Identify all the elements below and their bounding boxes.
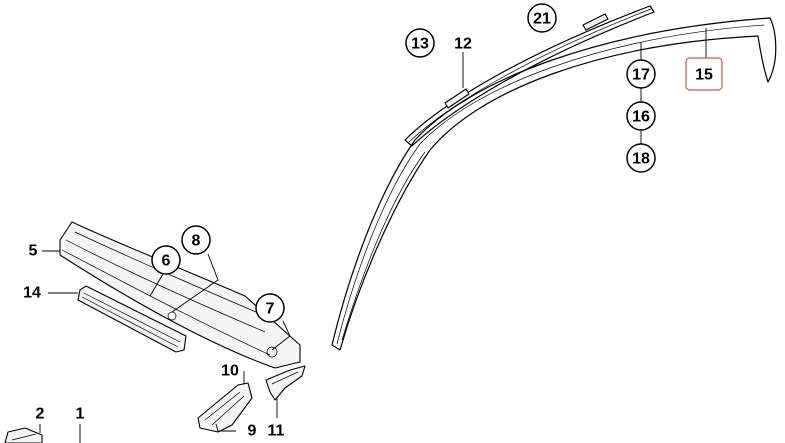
- bracket-left: [197, 382, 253, 433]
- callout-13[interactable]: 13: [405, 28, 435, 58]
- callout-label-16: 16: [632, 109, 650, 126]
- callout-17[interactable]: 17: [626, 59, 656, 89]
- callout-7[interactable]: 7: [255, 293, 285, 323]
- callout-label-7: 7: [266, 301, 275, 318]
- callout-label-18: 18: [632, 151, 650, 168]
- callout-label-13: 13: [411, 36, 429, 53]
- windshield-frame-trim: [331, 17, 777, 351]
- callout-8[interactable]: 8: [181, 225, 211, 255]
- callout-2[interactable]: 2: [36, 406, 45, 423]
- callout-label-8: 8: [192, 233, 201, 250]
- callout-label-14: 14: [23, 285, 41, 302]
- callout-18[interactable]: 18: [626, 143, 656, 173]
- callout-10[interactable]: 10: [221, 363, 239, 380]
- callout-label-2: 2: [36, 406, 45, 423]
- callout-label-21: 21: [533, 11, 551, 28]
- callout-label-5: 5: [29, 243, 38, 260]
- callout-14[interactable]: 14: [23, 285, 41, 302]
- callout-6[interactable]: 6: [151, 245, 181, 275]
- callout-label-1: 1: [76, 406, 85, 423]
- callout-21[interactable]: 21: [527, 3, 557, 33]
- bracket-right: [265, 365, 306, 401]
- callout-label-6: 6: [162, 253, 171, 270]
- leader-lines: [39, 28, 707, 443]
- callout-label-10: 10: [221, 363, 239, 380]
- callout-9[interactable]: 9: [248, 423, 257, 440]
- callout-label-15: 15: [695, 67, 713, 84]
- callout-label-12: 12: [454, 36, 472, 53]
- callout-16[interactable]: 16: [626, 101, 656, 131]
- callout-label-11: 11: [268, 423, 285, 440]
- seal-strip: [77, 285, 187, 353]
- callout-1[interactable]: 1: [76, 406, 85, 423]
- callout-label-17: 17: [632, 67, 650, 84]
- callout-15-highlighted[interactable]: 15: [685, 57, 723, 91]
- callout-label-9: 9: [248, 423, 257, 440]
- roof-trim-strip: [404, 5, 655, 147]
- partial-part-left: [4, 427, 43, 443]
- callout-11[interactable]: 11: [268, 423, 285, 440]
- callout-5[interactable]: 5: [29, 243, 38, 260]
- callout-12[interactable]: 12: [454, 36, 472, 53]
